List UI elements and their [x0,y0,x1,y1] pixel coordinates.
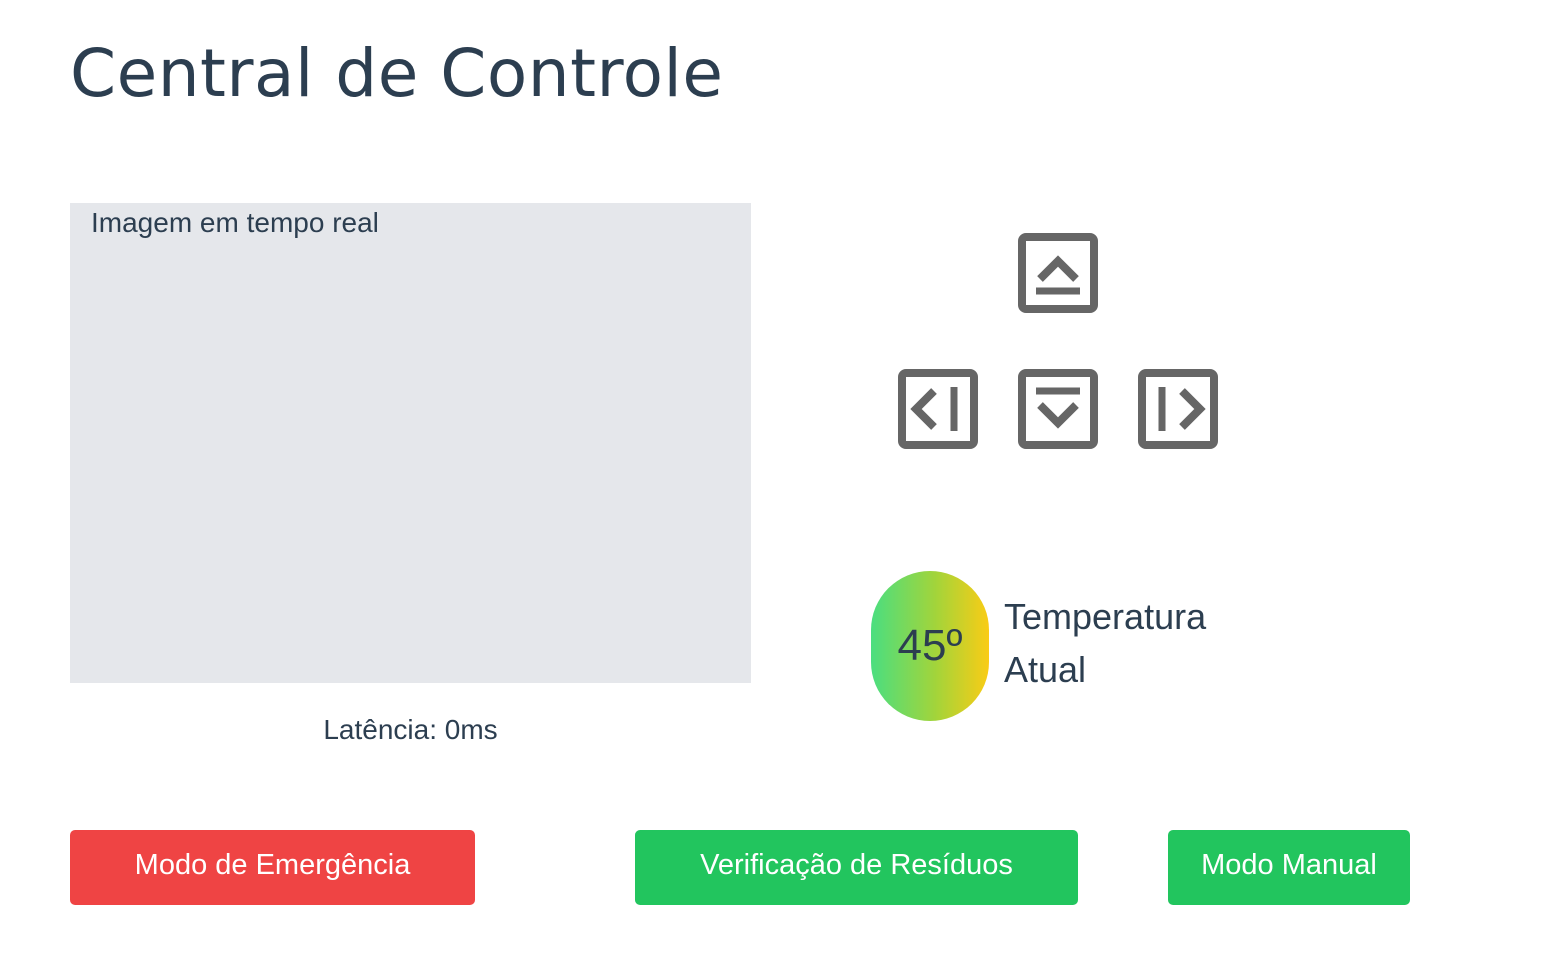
latency-label: Latência: [323,714,437,745]
arrow-up-square-icon [1018,233,1098,313]
move-right-button[interactable] [1138,369,1218,449]
emergency-mode-button[interactable]: Modo de Emergência [70,830,475,905]
temperature-label: Temperatura Atual [1004,590,1264,696]
video-feed-label: Imagem em tempo real [91,207,379,238]
move-left-button[interactable] [898,369,978,449]
manual-mode-button[interactable]: Modo Manual [1168,830,1410,905]
page-title: Central de Controle [70,35,724,112]
temperature-label-line1: Temperatura [1004,596,1207,637]
latency-readout: Latência: 0ms [70,714,751,746]
arrow-left-square-icon [898,369,978,449]
arrow-down-square-icon [1018,369,1098,449]
temperature-value: 45º [897,621,963,670]
move-down-button[interactable] [1018,369,1098,449]
live-video-feed: Imagem em tempo real [70,203,751,683]
latency-value: 0ms [444,714,498,745]
move-up-button[interactable] [1018,233,1098,313]
residue-check-button[interactable]: Verificação de Resíduos [635,830,1078,905]
arrow-right-square-icon [1138,369,1218,449]
temperature-indicator: 45º [871,571,989,721]
temperature-label-line2: Atual [1004,649,1087,690]
